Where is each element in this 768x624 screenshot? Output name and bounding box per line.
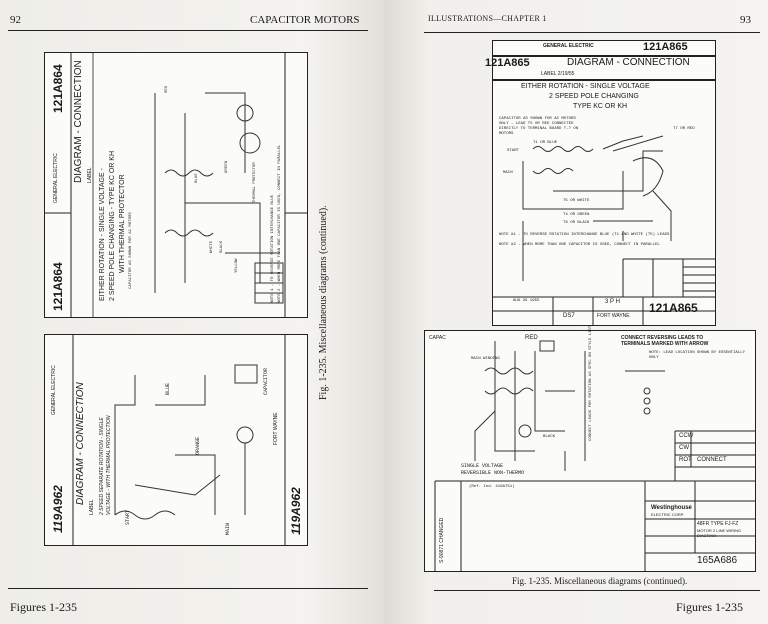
left-bottom-number-b: 119A962 [289,487,303,535]
left-bottom-diagram-drawing [72,335,286,545]
left-bottom-wire-start: START [125,509,131,525]
right-top-number-a: 121A865 [643,41,688,53]
right-page-number: 93 [740,14,751,26]
left-bottom-footer-text: FORT WAYNE [273,412,279,445]
right-bottom-row-rot: ROT [679,457,692,463]
right-top-title: DIAGRAM - CONNECTION [567,57,690,68]
right-bottom-table-header: CONNECT [697,457,727,463]
right-bottom-motor-type: 48FR TYPE FJ-FZ [697,521,739,527]
right-top-subtitle-2: 2 SPEED POLE CHANGING [549,93,639,100]
right-bottom-footer-1: SINGLE VOLTAGE [461,463,504,469]
left-top-thermal-protector: THERMAL PROTECTOR [253,162,257,203]
left-top-number-a: 121A864 [51,262,65,311]
right-bottom-row-cw: CW [679,445,689,451]
left-bottom-wire-main: MAIN [225,522,231,535]
left-bottom-subtitle-1: 2 SPEED SEPARATE ROTATION - SINGLE [99,417,105,515]
left-top-diagram-drawing [45,53,307,317]
right-top-wire-main: MAIN [503,171,513,175]
left-bottom-wire-capacitor: CAPACITOR [263,367,269,395]
right-top-wire-t7-red: T7 OR RED [673,127,695,131]
right-top-number-bottom: 121A865 [649,301,698,315]
right-figure-caption: Fig. 1-235. Miscellaneous diagrams (cont… [512,576,688,586]
right-bottom-main-winding: MAIN WINDING [471,357,500,361]
left-top-wire-red: RED [165,85,169,93]
right-bottom-drawing-number: 165A686 [697,555,738,566]
right-top-subtitle-1: EITHER ROTATION - SINGLE VOLTAGE [521,83,650,90]
right-footer-rule [434,590,760,591]
right-top-date: AUG 29 1955 [513,299,540,303]
right-bottom-row-ccw: CCW [679,433,694,439]
left-footer: Figures 1-235 [10,600,77,614]
right-bottom-brand-sub: ELECTRIC CORP. [651,512,685,517]
right-bottom-brand: Westinghouse [651,505,692,511]
left-bottom-label: LABEL [89,499,95,515]
right-bottom-instruction-1: CONNECT REVERSING LEADS TO TERMINALS MAR… [621,335,709,347]
left-header-rule [8,30,368,31]
right-top-wire-t1-blue: T1 OR BLUE [533,141,558,145]
right-bottom-capac: CAPAC [429,335,446,341]
right-top-wire-t4-green: T4 OR GREEN [563,213,590,217]
left-top-subtitle-1: EITHER ROTATION - SINGLE VOLTAGE - [99,168,106,301]
left-top-title: DIAGRAM - CONNECTION [73,60,84,183]
right-bottom-instruction-2: NOTE: LEAD LOCATION SHOWN BY ESSENTIALLY… [649,351,746,360]
right-top-note-1: NOTE #1 - TO REVERSE ROTATION INTERCHANG… [499,233,670,237]
left-page-number: 92 [10,14,21,26]
right-bottom-side-note: CONNECT LEADS FOR ROTATION AS SPEC ON ST… [589,325,593,441]
right-top-diagram: GENERAL ELECTRIC 121A865 121A865 DIAGRAM… [485,40,716,326]
left-footer-rule [8,588,368,589]
right-bottom-diagram-drawing [434,340,755,571]
right-top-dept-code: DS7 [563,313,575,319]
right-bottom-motor-desc: MOTOR 2 LINE WIRING DIAGRAM [697,528,742,538]
right-top-divider-2 [492,79,716,81]
left-top-wire-black: BLACK [220,240,224,253]
left-top-subtitle-2: 2 SPEED POLE CHANGING - TYPE KC OR KH [109,150,116,301]
right-top-wire-t8-black: T8 OR BLACK [563,221,590,225]
right-bottom-footer-2: REVERSIBLE NON-THERMO [461,470,525,476]
left-top-wire-blue: BLUE [195,173,199,183]
right-top-wire-t5-white: T5 OR WHITE [563,199,590,203]
left-bottom-number-a: 119A962 [51,485,65,533]
left-top-note-2: NOTE 2 - WHEN MORE THAN ONE CAPACITOR IS… [278,144,282,303]
left-bottom-diagram: 119A962 GENERAL ELECTRIC DIAGRAM - CONNE… [44,334,308,546]
left-top-note: CAPACITOR AS SHOWN FOR AC MOTORS [129,212,133,289]
left-top-label: LABEL [87,167,93,183]
left-top-number-b: 121A864 [51,64,65,113]
right-footer: Figures 1-235 [676,600,743,614]
left-top-note-1: NOTE 1 - TO REVERSE ROTATION INTERCHANGE… [271,194,275,303]
right-top-note-2: NOTE #2 - WHEN MORE THAN ONE CAPACITOR I… [499,243,660,247]
right-top-divider-1 [492,55,716,57]
right-top-subtitle-3: TYPE KC OR KH [573,103,628,110]
right-running-head: ILLUSTRATIONS—CHAPTER 1 [428,14,547,23]
right-top-diagram-drawing [493,135,715,325]
right-top-wire-start: START [507,149,520,153]
right-top-location: FORT WAYNE [597,313,630,319]
right-bottom-side-stamp: S-90871 CHANGED [439,517,445,563]
left-bottom-subtitle-2: VOLTAGE - WITH THERMAL PROTECTION [106,415,112,515]
right-bottom-ref: (Ref. Ind. 416A751) [469,485,515,489]
left-top-subtitle-3: WITH THERMAL PROTECTOR [119,174,126,273]
left-bottom-title: DIAGRAM - CONNECTION [75,382,86,505]
left-top-wire-yellow: YELLOW [235,258,239,273]
left-top-company: GENERAL ELECTRIC [53,153,59,203]
right-top-note-cap: CAPACITOR AS SHOWN FOR AC MOTORS ONLY - … [499,117,579,136]
right-bottom-diagram: CAPAC RED MAIN WINDING BLACK CONNECT REV… [424,326,756,572]
right-bottom-black: BLACK [543,435,556,439]
left-page: 92 CAPACITOR MOTORS [0,0,384,624]
left-bottom-wire-orange: ORANGE [195,436,201,455]
left-bottom-wire-blue: BLUE [165,382,171,395]
right-top-label: LABEL 2/19/55 [541,71,575,77]
left-top-diagram: 121A864 121A864 GENERAL ELECTRIC DIAGRAM… [44,52,308,318]
left-top-wire-green: GREEN [225,160,229,173]
right-header-rule [424,32,760,33]
left-running-head: CAPACITOR MOTORS [250,14,360,26]
left-figure-caption: Fig. 1-235. Miscellaneous diagrams (cont… [318,205,329,400]
right-top-number-b: 121A865 [485,57,530,69]
right-page: ILLUSTRATIONS—CHAPTER 1 93 GENERAL ELECT… [384,0,768,624]
right-bottom-red: RED [525,335,538,341]
left-bottom-company: GENERAL ELECTRIC [51,365,57,415]
right-top-dept: 3 P H [605,299,620,305]
right-top-company: GENERAL ELECTRIC [543,43,594,49]
left-top-wire-white: WHITE [210,240,214,253]
